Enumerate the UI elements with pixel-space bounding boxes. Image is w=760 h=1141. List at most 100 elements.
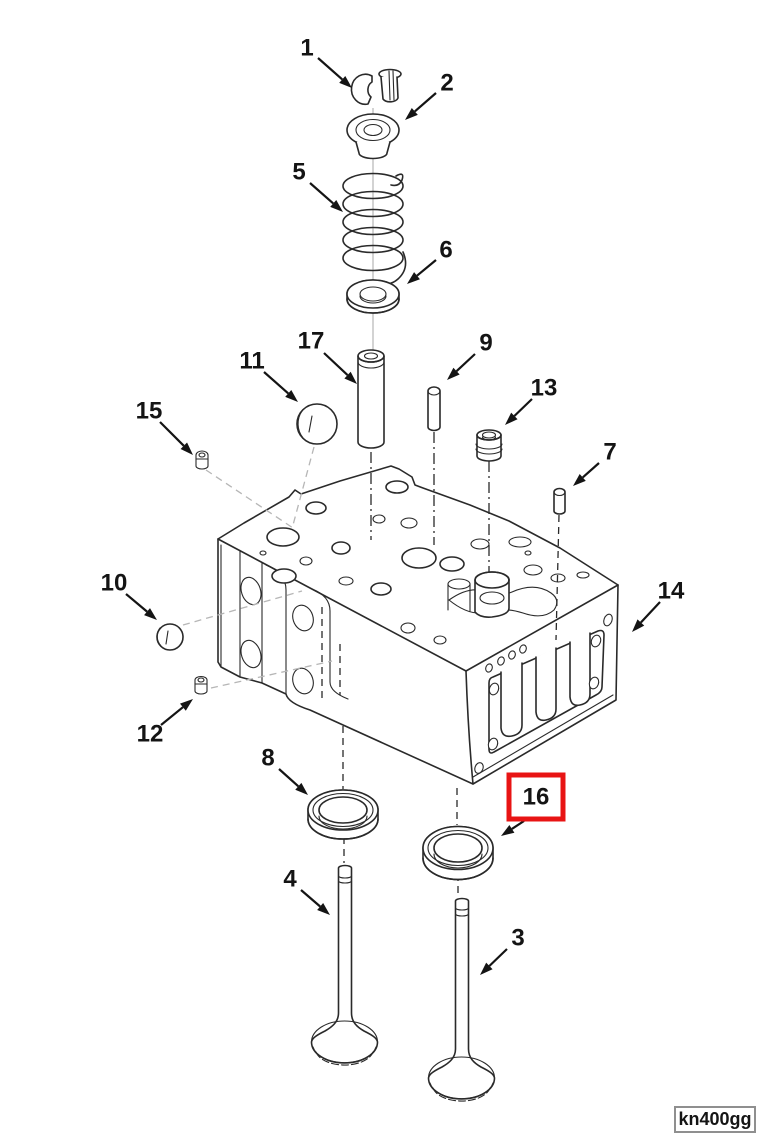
valve-4	[312, 866, 378, 1066]
callout-arrow-line	[417, 260, 436, 276]
callout-arrowhead	[632, 619, 645, 632]
callout-arrow-line	[514, 399, 532, 416]
callout-arrowhead	[573, 473, 586, 486]
callout-15[interactable]: 15	[136, 398, 193, 456]
callout-arrowhead	[405, 107, 418, 120]
highlight-box	[509, 775, 563, 819]
callout-number: 6	[439, 237, 452, 264]
diagram-code-box: kn400gg	[674, 1106, 756, 1133]
callout-4[interactable]: 4	[283, 866, 330, 916]
cylinder-head	[218, 466, 618, 784]
callout-5[interactable]: 5	[292, 159, 343, 213]
callout-2[interactable]: 2	[405, 70, 454, 121]
valve-3	[429, 899, 495, 1102]
callout-6[interactable]: 6	[407, 237, 453, 285]
callout-13[interactable]: 13	[505, 375, 557, 426]
callout-arrowhead	[144, 608, 157, 620]
callout-arrow-line	[160, 422, 184, 446]
callout-number: 16	[523, 784, 550, 811]
spring-retainer	[347, 114, 399, 159]
cup-plug-11	[297, 404, 337, 444]
axis-plug-10	[183, 591, 302, 625]
head-edge-left-top	[218, 539, 466, 671]
callout-number: 4	[283, 866, 297, 893]
dowel-pin-9	[428, 387, 440, 431]
callout-number: 17	[298, 328, 325, 355]
callout-arrowhead	[317, 903, 330, 915]
callout-16[interactable]: 16	[501, 775, 563, 836]
callout-arrow-line	[264, 372, 288, 393]
callout-1[interactable]: 1	[300, 35, 352, 89]
callout-arrowhead	[180, 699, 193, 711]
callout-arrowhead	[295, 782, 308, 795]
callout-arrowhead	[501, 825, 515, 836]
callout-8[interactable]: 8	[261, 745, 308, 796]
spring-seat-washer	[347, 280, 399, 313]
callout-arrow-line	[583, 463, 599, 477]
callout-10[interactable]: 10	[101, 570, 157, 621]
axis-plug-12	[211, 661, 332, 688]
callout-arrow-line	[512, 821, 524, 829]
callout-arrowhead	[330, 199, 343, 212]
callout-12[interactable]: 12	[137, 699, 193, 748]
callout-arrowhead	[180, 442, 193, 455]
valve-spring	[343, 174, 406, 284]
callout-number: 12	[137, 721, 164, 748]
callout-number: 14	[658, 578, 685, 605]
head-edge-right-top	[466, 585, 618, 671]
head-bottom-chamfer	[473, 695, 613, 777]
callout-number: 10	[101, 570, 128, 597]
callout-arrowhead	[285, 389, 298, 402]
head-top-face-holes	[260, 481, 589, 644]
callout-arrowhead	[339, 75, 352, 88]
callout-number: 2	[440, 70, 453, 97]
axis-pin-7	[556, 515, 559, 640]
callout-number: 8	[261, 745, 274, 772]
axis-plug-11	[293, 447, 314, 525]
callout-arrow-line	[310, 183, 333, 203]
callout-number: 13	[531, 375, 558, 402]
callout-arrow-line	[324, 353, 348, 375]
valve-seat-8	[308, 790, 378, 839]
head-edge-front-vertical	[466, 671, 473, 784]
valve-guide	[358, 350, 384, 448]
callout-14[interactable]: 14	[632, 578, 685, 633]
callout-arrow-line	[279, 769, 298, 786]
callout-3[interactable]: 3	[480, 925, 525, 976]
axis-plug-15	[206, 470, 293, 528]
callout-arrow-line	[301, 890, 320, 907]
callout-arrow-line	[415, 93, 436, 111]
valve-collets	[351, 70, 401, 105]
callout-arrow-line	[457, 354, 475, 371]
head-top-strip-holes	[485, 644, 528, 673]
callout-arrow-line	[161, 707, 183, 725]
callout-11[interactable]: 11	[239, 348, 298, 403]
callout-number: 1	[300, 35, 313, 62]
callout-number: 11	[239, 348, 264, 375]
callout-number: 9	[479, 330, 492, 357]
diagram-code-label: kn400gg	[678, 1109, 752, 1129]
threaded-plug-13	[476, 430, 502, 461]
callout-9[interactable]: 9	[447, 330, 493, 381]
callout-arrow-line	[126, 594, 147, 612]
callout-number: 5	[292, 159, 305, 186]
callout-arrowhead	[447, 367, 460, 380]
center-lines	[183, 108, 559, 897]
head-side-window	[473, 613, 613, 775]
callout-number: 15	[136, 398, 163, 425]
callout-arrow-line	[318, 58, 342, 79]
callout-arrow-line	[641, 602, 660, 622]
callout-number: 3	[511, 925, 524, 952]
valve-collet-right	[379, 70, 401, 102]
callout-arrowhead	[407, 272, 420, 284]
small-plug-15	[196, 451, 208, 469]
callout-7[interactable]: 7	[573, 439, 617, 487]
cup-plug-10	[157, 624, 183, 650]
callout-17[interactable]: 17	[298, 328, 357, 385]
callout-arrowhead	[505, 412, 518, 425]
head-left-step-contour2	[312, 589, 348, 699]
callout-arrow-line	[489, 949, 507, 966]
